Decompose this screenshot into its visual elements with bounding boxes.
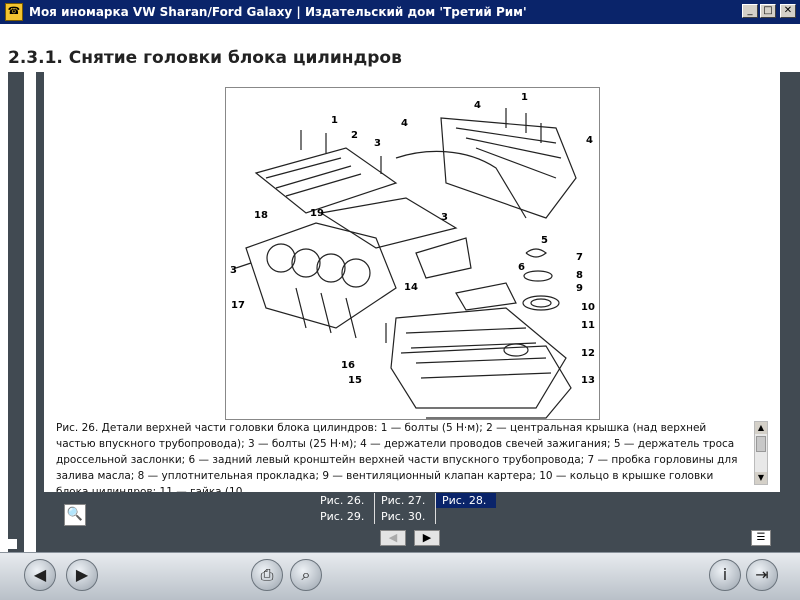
- scroll-thumb[interactable]: [756, 436, 766, 452]
- back-arrow-icon[interactable]: ◀: [24, 559, 56, 591]
- figure-link-27[interactable]: Рис. 27.: [381, 494, 426, 507]
- close-button[interactable]: ✕: [780, 4, 796, 18]
- callout-3: 3: [374, 138, 381, 149]
- left-gap: [8, 72, 24, 552]
- callout-19: 19: [310, 208, 324, 219]
- callout-2: 2: [351, 130, 358, 141]
- callout-4c: 4: [586, 135, 593, 146]
- forward-arrow-icon[interactable]: ▶: [66, 559, 98, 591]
- figure-link-28[interactable]: Рис. 28.: [436, 493, 496, 508]
- exit-icon[interactable]: ⇥: [746, 559, 778, 591]
- callout-1: 1: [331, 115, 338, 126]
- prev-figure-button[interactable]: ◀: [380, 530, 406, 546]
- callout-18: 18: [254, 210, 268, 221]
- maximize-button[interactable]: □: [760, 4, 776, 18]
- print-icon[interactable]: ⎙: [251, 559, 283, 591]
- figure-navigation: 🔍 Рис. 26. Рис. 27. Рис. 28. Рис. 29. Ри…: [44, 492, 780, 552]
- page-title: 2.3.1. Снятие головки блока цилиндров: [8, 48, 402, 68]
- callout-11: 11: [581, 320, 595, 331]
- zoom-icon[interactable]: ⌕: [290, 559, 322, 591]
- callout-5: 5: [541, 235, 548, 246]
- corner-square: [7, 539, 17, 549]
- divider: [374, 493, 375, 524]
- left-border-inner: [24, 72, 36, 552]
- left-gap-inner: [36, 72, 44, 552]
- title-bar: ☎ Моя иномарка VW Sharan/Ford Galaxy | И…: [0, 0, 800, 24]
- scroll-up-icon[interactable]: ▲: [755, 422, 767, 434]
- scroll-down-icon[interactable]: ▼: [755, 472, 767, 484]
- callout-16: 16: [341, 360, 355, 371]
- cylinder-head-drawing: 1 2 3 4 1 4 4 18 19 3 5 7 8 6 9 10 17 14…: [230, 92, 595, 419]
- callout-15: 15: [348, 375, 362, 386]
- corner-square: [25, 539, 35, 549]
- heading-bar: [0, 24, 800, 72]
- callout-10: 10: [581, 302, 595, 313]
- callout-12: 12: [581, 348, 595, 359]
- callout-6: 6: [518, 262, 525, 273]
- callout-3b: 3: [441, 212, 448, 223]
- callout-4: 4: [401, 118, 408, 129]
- figure-link-29[interactable]: Рис. 29.: [320, 510, 365, 523]
- app-icon: ☎: [5, 3, 23, 21]
- callout-17: 17: [231, 300, 245, 311]
- next-figure-button[interactable]: ▶: [414, 530, 440, 546]
- callout-7: 7: [576, 252, 583, 263]
- figure-link-26[interactable]: Рис. 26.: [320, 494, 365, 507]
- caption-scrollbar[interactable]: ▲ ▼: [754, 421, 768, 485]
- minimize-button[interactable]: _: [742, 4, 758, 18]
- left-border: [0, 72, 8, 552]
- list-icon[interactable]: ☰: [751, 530, 771, 546]
- callout-13: 13: [581, 375, 595, 386]
- callout-3c: 3: [230, 265, 237, 276]
- window-title: Моя иномарка VW Sharan/Ford Galaxy | Изд…: [29, 5, 527, 19]
- caption-box: Рис. 26. Детали верхней части головки бл…: [56, 420, 748, 498]
- callout-8: 8: [576, 270, 583, 281]
- figure-link-30[interactable]: Рис. 30.: [381, 510, 426, 523]
- bottom-toolbar: ◀ ▶ ⎙ ⌕ i ⇥: [0, 552, 800, 600]
- callout-14: 14: [404, 282, 418, 293]
- figure-diagram: 1 2 3 4 1 4 4 18 19 3 5 7 8 6 9 10 17 14…: [225, 87, 600, 420]
- callout-9: 9: [576, 283, 583, 294]
- callout-1b: 1: [521, 92, 528, 103]
- figure-caption: Рис. 26. Детали верхней части головки бл…: [56, 422, 738, 498]
- info-icon[interactable]: i: [709, 559, 741, 591]
- divider: [435, 493, 436, 524]
- magnifier-icon[interactable]: 🔍: [64, 504, 86, 526]
- callout-4b: 4: [474, 100, 481, 111]
- right-border: [780, 72, 800, 552]
- article-panel: 1 2 3 4 1 4 4 18 19 3 5 7 8 6 9 10 17 14…: [44, 72, 780, 498]
